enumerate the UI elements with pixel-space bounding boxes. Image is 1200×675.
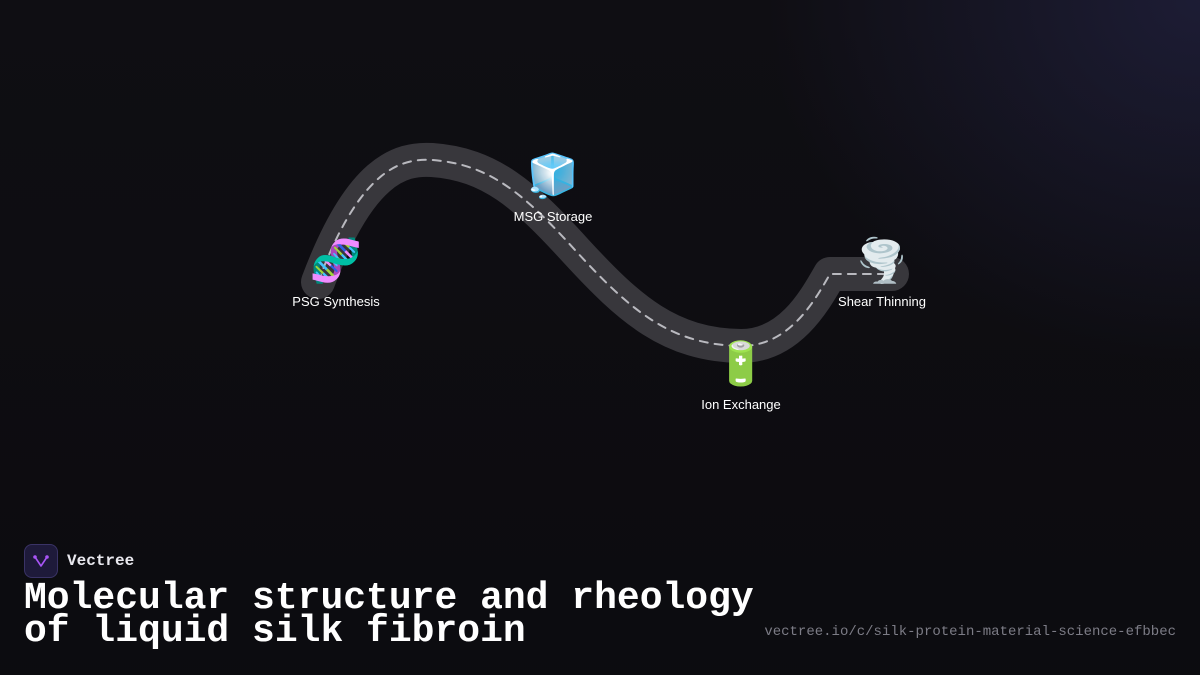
battery-icon: 🔋	[714, 339, 768, 388]
stage-psg-synthesis: 🧬 PSG Synthesis	[256, 236, 416, 309]
stage-shear-thinning: 🌪️ Shear Thinning	[802, 236, 962, 309]
stage-label: Shear Thinning	[838, 294, 926, 309]
source-url[interactable]: vectree.io/c/silk-protein-material-scien…	[764, 624, 1176, 640]
stage-msg-storage: 🧊 MSG Storage	[473, 151, 633, 224]
brand-name: Vectree	[67, 552, 135, 570]
tornado-icon: 🌪️	[855, 236, 909, 285]
stage-ion-exchange: 🔋 Ion Exchange	[661, 339, 821, 412]
stage-label: Ion Exchange	[701, 397, 781, 412]
page-title: Molecular structure and rheology of liqu…	[24, 577, 754, 653]
stage-label: MSG Storage	[513, 209, 593, 224]
ice-cube-icon: 🧊	[526, 151, 580, 200]
stage-label: PSG Synthesis	[292, 294, 380, 309]
dna-icon: 🧬	[309, 236, 363, 285]
brand: Vectree	[24, 544, 134, 578]
road-center-dashes	[317, 158, 893, 348]
vectree-logo-icon	[24, 544, 58, 578]
